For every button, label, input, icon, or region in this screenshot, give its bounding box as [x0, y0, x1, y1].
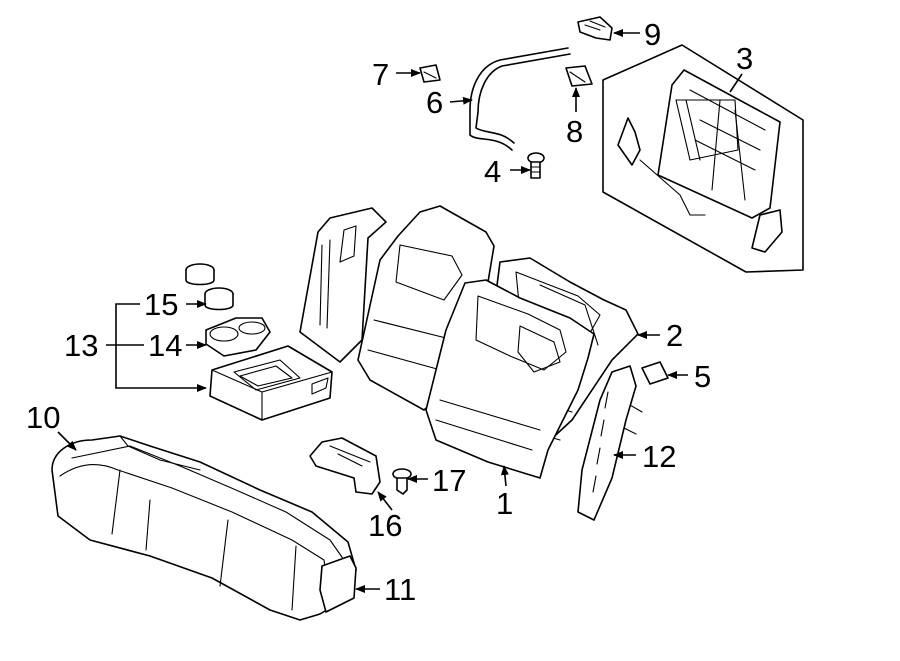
callout-7: 7 — [372, 57, 389, 92]
callout-2: 2 — [666, 318, 683, 353]
part-8-clip — [565, 65, 593, 87]
callout-10: 10 — [26, 400, 60, 435]
part-10-seat-cushion — [51, 435, 357, 621]
part-13-armrest-housing — [209, 345, 333, 421]
callout-3: 3 — [736, 41, 753, 76]
part-9-clip — [577, 16, 613, 41]
callout-5: 5 — [694, 359, 711, 394]
part-7-clip — [419, 64, 441, 83]
part-12-side-trim — [577, 365, 643, 521]
callout-9: 9 — [644, 17, 661, 52]
part-5-clip — [641, 361, 669, 385]
callout-14: 14 — [148, 328, 182, 363]
callout-16: 16 — [368, 508, 402, 543]
callout-17: 17 — [432, 463, 466, 498]
part-16-bracket — [309, 437, 381, 495]
callout-1: 1 — [496, 486, 513, 521]
callout-labels: 1 2 3 4 5 6 7 8 9 10 11 12 13 14 15 16 1… — [26, 17, 753, 607]
part-15-caps — [185, 263, 234, 311]
part-1-seatback-cushion — [425, 279, 595, 479]
callout-11: 11 — [384, 572, 416, 607]
part-6-wire-rod — [469, 47, 571, 151]
callout-6: 6 — [426, 85, 443, 120]
callout-4: 4 — [484, 154, 501, 189]
callout-13: 13 — [64, 328, 98, 363]
callout-12: 12 — [642, 439, 676, 474]
part-3-seatback-frame — [602, 44, 804, 273]
part-4-bolt — [527, 152, 545, 179]
callout-8: 8 — [566, 114, 583, 149]
leader-lines — [57, 29, 743, 593]
part-11-cushion-trim — [319, 555, 357, 613]
part-17-push-pin — [392, 468, 412, 495]
part-14-cup-holder — [205, 317, 271, 357]
callout-15: 15 — [144, 287, 178, 322]
